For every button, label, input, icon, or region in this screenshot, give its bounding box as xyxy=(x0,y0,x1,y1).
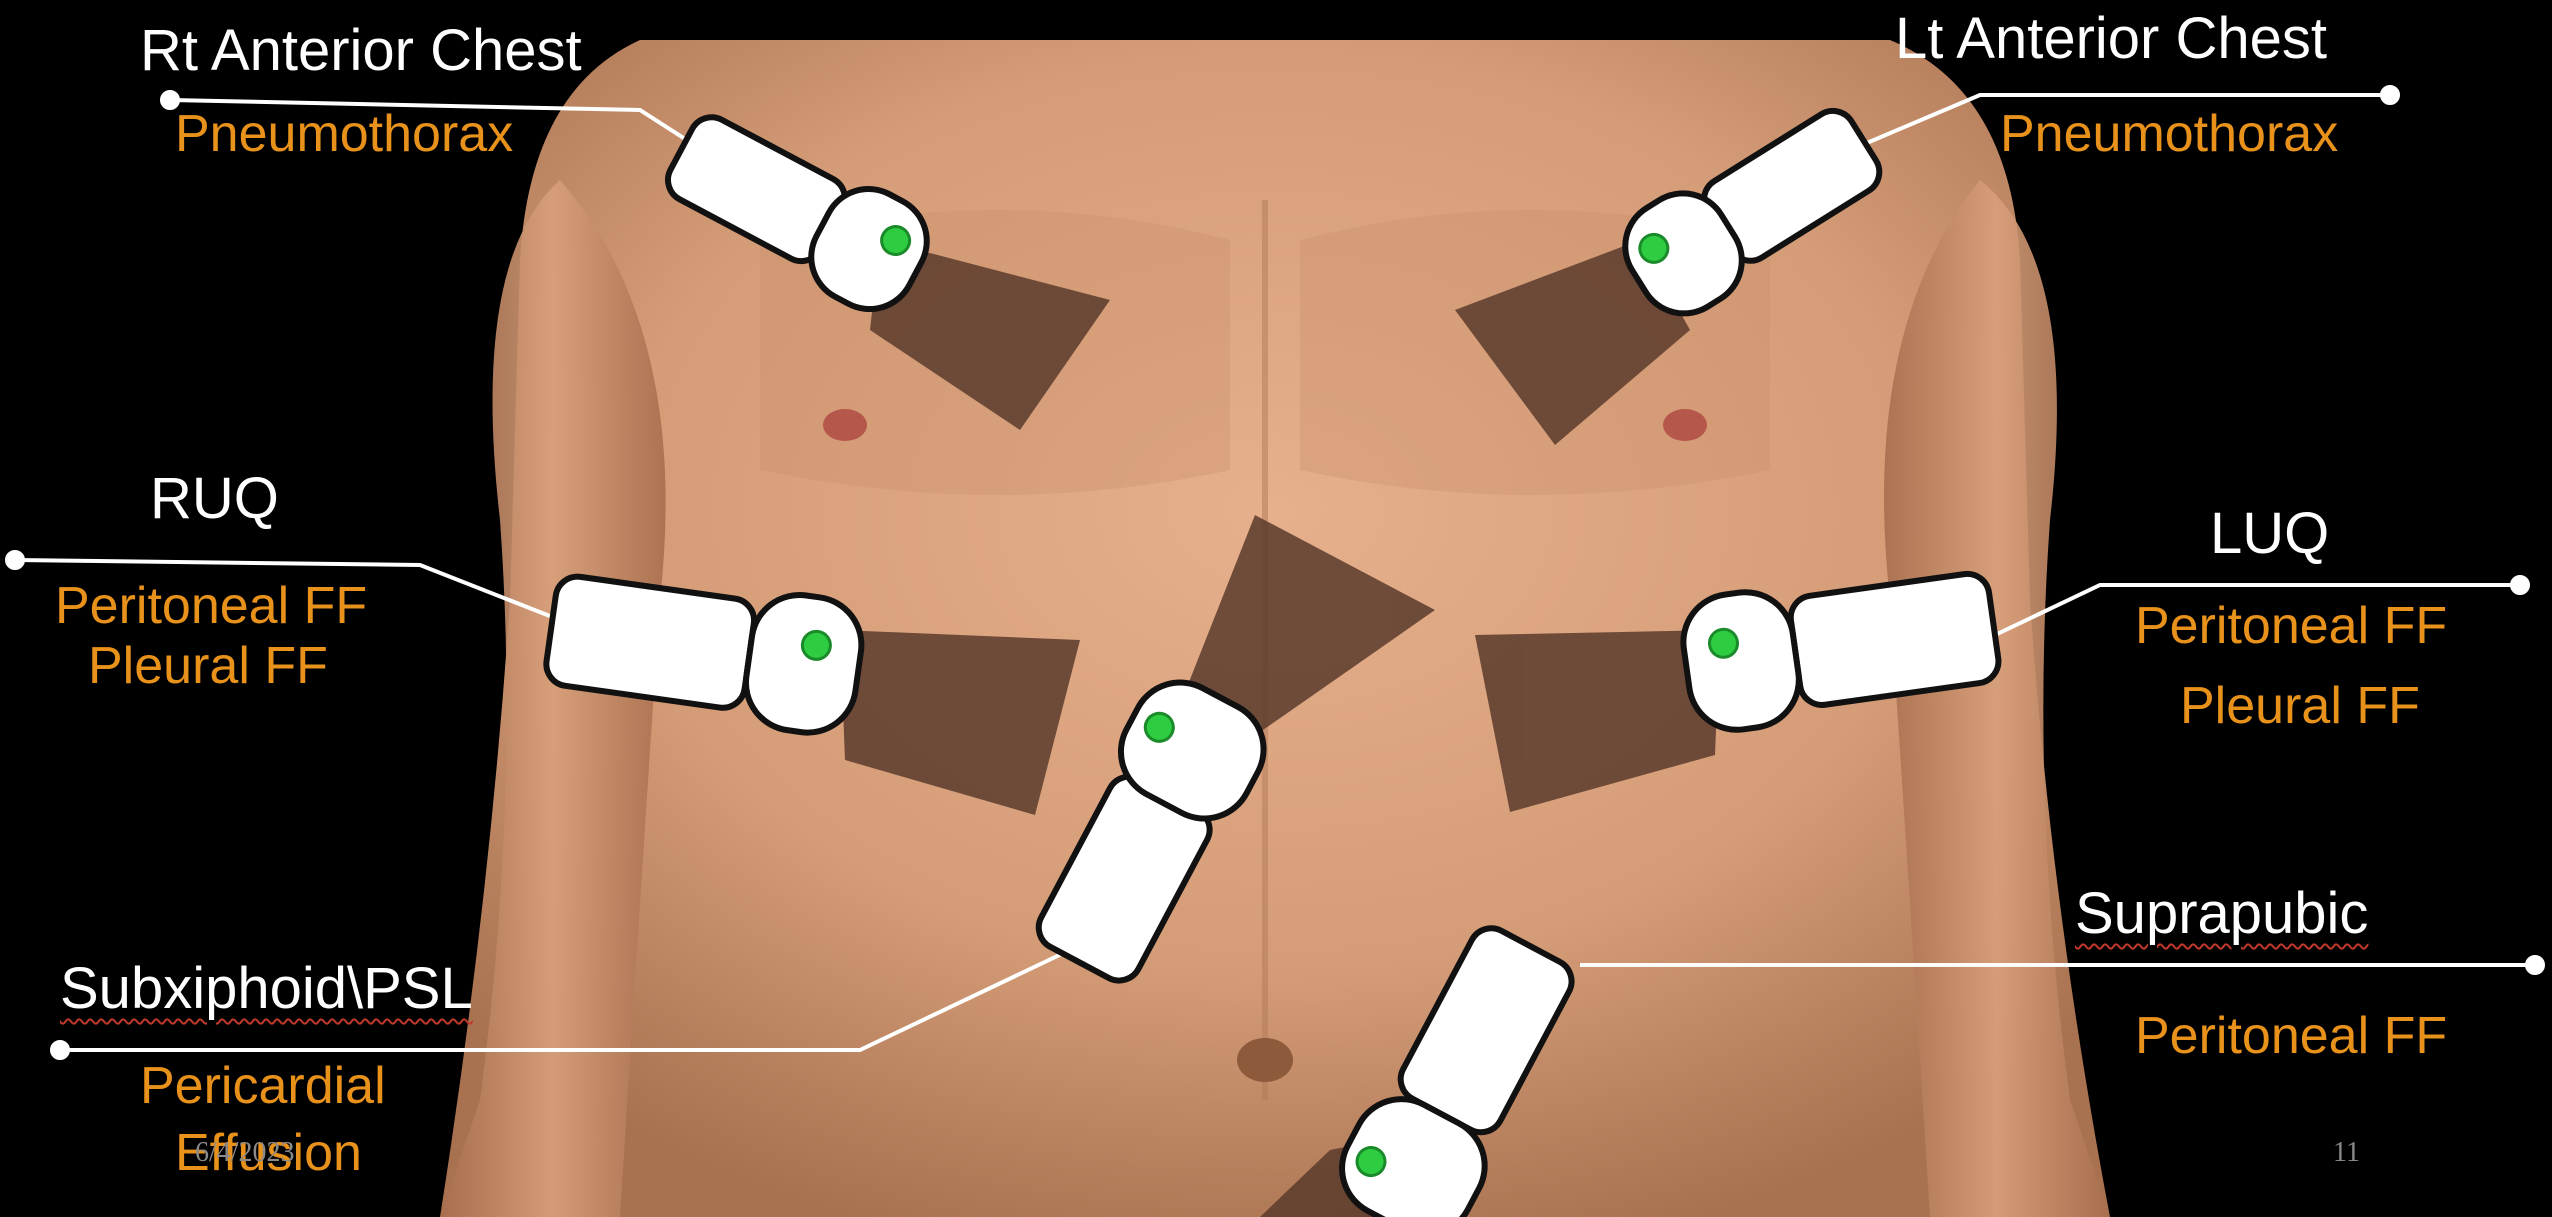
navel xyxy=(1237,1038,1293,1082)
luq-title: LUQ xyxy=(2210,505,2329,563)
suprapubic-finding: Peritoneal FF xyxy=(2135,1010,2447,1062)
slide-date: 6/4/2023 xyxy=(195,1137,295,1169)
ruq-finding-pleural: Pleural FF xyxy=(88,640,328,692)
luq-finding-pleural: Pleural FF xyxy=(2180,680,2420,732)
ruq-title: RUQ xyxy=(150,470,279,528)
ruq-finding-peritoneal: Peritoneal FF xyxy=(55,580,367,632)
suprapubic-title: Suprapubic xyxy=(2075,885,2368,943)
rt-chest-title: Rt Anterior Chest xyxy=(140,22,582,80)
left-nipple xyxy=(1663,409,1707,441)
subxiphoid-title: Subxiphoid\PSL xyxy=(60,960,473,1018)
right-nipple xyxy=(823,409,867,441)
luq-finding-peritoneal: Peritoneal FF xyxy=(2135,600,2447,652)
lt-chest-title: Lt Anterior Chest xyxy=(1895,10,2327,68)
rt-chest-finding: Pneumothorax xyxy=(175,108,513,160)
subxiphoid-finding-pericardial: Pericardial xyxy=(140,1060,386,1112)
slide-number: 11 xyxy=(2333,1137,2360,1169)
lt-chest-finding: Pneumothorax xyxy=(2000,108,2338,160)
